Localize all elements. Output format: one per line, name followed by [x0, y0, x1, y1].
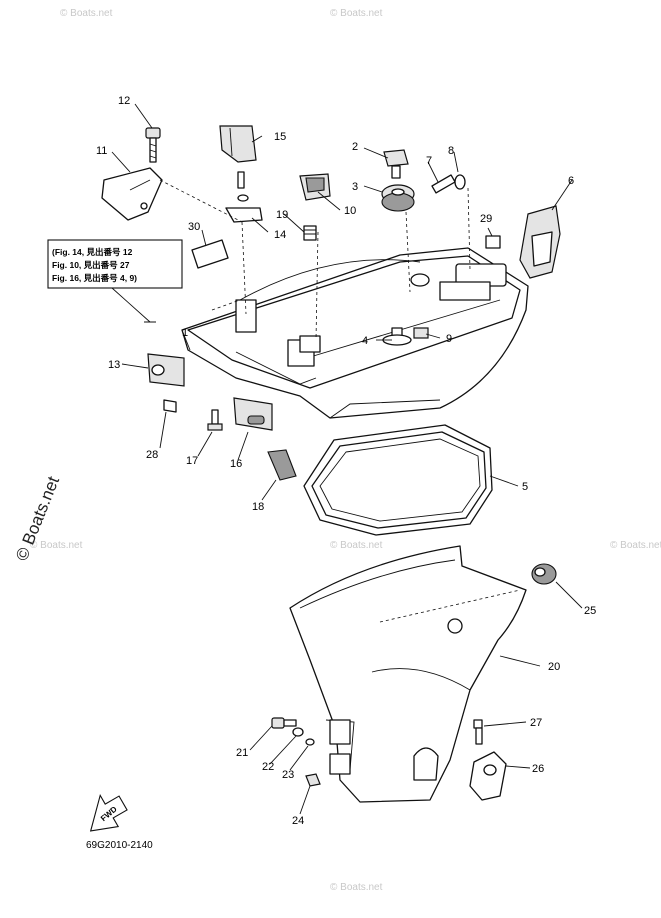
- watermark: © Boats.net: [330, 540, 383, 551]
- callout-28[interactable]: 28: [146, 449, 158, 461]
- callout-4[interactable]: 4: [362, 335, 368, 347]
- callout-19[interactable]: 19: [276, 209, 288, 221]
- callout-numbers: 1 2 3 4 5 6 7 8 9 10 11 12 13 14 15 16 1…: [96, 95, 596, 827]
- bracket-part-26[interactable]: [469, 751, 507, 801]
- seal-part-5[interactable]: [303, 424, 493, 536]
- washer-part-23[interactable]: [305, 738, 315, 746]
- callout-2[interactable]: 2: [352, 141, 358, 153]
- clip-part-15[interactable]: [219, 125, 257, 163]
- drawing-code: 69G2010-2140: [86, 840, 153, 851]
- leader-lines: [111, 103, 583, 815]
- reference-note-box: (Fig. 14, 見出番号 12 Fig. 10, 見出番号 27 Fig. …: [47, 239, 183, 323]
- watermark: © Boats.net: [610, 540, 661, 551]
- callout-26[interactable]: 26: [532, 763, 544, 775]
- nut-part-24[interactable]: [305, 773, 321, 787]
- grommet-part-25[interactable]: [531, 563, 557, 585]
- screw-part-27[interactable]: [473, 719, 483, 745]
- watermark: © Boats.net: [60, 8, 113, 19]
- grommet-part-10[interactable]: [299, 173, 331, 201]
- callout-8[interactable]: 8: [448, 145, 454, 157]
- plate-part-28[interactable]: [163, 399, 177, 413]
- callout-17[interactable]: 17: [186, 455, 198, 467]
- watermark: © Boats.net: [30, 540, 83, 551]
- spring-part-19[interactable]: [303, 225, 317, 241]
- reference-line-2: Fig. 10, 見出番号 27: [52, 260, 130, 270]
- bolt-part-21[interactable]: [271, 717, 297, 729]
- label-part-29[interactable]: [485, 235, 501, 249]
- watermark: © Boats.net: [330, 8, 383, 19]
- callout-24[interactable]: 24: [292, 815, 304, 827]
- callout-15[interactable]: 15: [274, 131, 286, 143]
- callout-30[interactable]: 30: [188, 221, 200, 233]
- cover-part-6[interactable]: [519, 205, 561, 279]
- grommet-part-16[interactable]: [233, 397, 273, 431]
- callout-11[interactable]: 11: [96, 145, 107, 157]
- bottom-cowling-part-1[interactable]: [181, 247, 529, 419]
- screw-part-14[interactable]: [225, 171, 263, 223]
- callout-25[interactable]: 25: [584, 605, 596, 617]
- seal-part-13[interactable]: [147, 353, 185, 387]
- apron-part-20[interactable]: [289, 545, 527, 803]
- reference-line-1: (Fig. 14, 見出番号 12: [52, 247, 133, 257]
- callout-6[interactable]: 6: [568, 175, 574, 187]
- callout-14[interactable]: 14: [274, 229, 286, 241]
- grommet-part-18[interactable]: [267, 449, 297, 481]
- callout-29[interactable]: 29: [480, 213, 492, 225]
- label-part-30[interactable]: [191, 239, 229, 269]
- bracket-part-11[interactable]: [101, 167, 163, 221]
- callout-27[interactable]: 27: [530, 717, 542, 729]
- callout-23[interactable]: 23: [282, 769, 294, 781]
- washer-part-22[interactable]: [292, 727, 304, 737]
- forward-arrow-icon: FWD: [89, 793, 128, 832]
- screw-part-17[interactable]: [207, 409, 223, 431]
- callout-9[interactable]: 9: [446, 333, 452, 345]
- washer-part-8[interactable]: [454, 174, 466, 190]
- bolt-part-12[interactable]: [145, 127, 161, 163]
- nut-part-9[interactable]: [413, 327, 429, 339]
- callout-13[interactable]: 13: [108, 359, 120, 371]
- callout-18[interactable]: 18: [252, 501, 264, 513]
- callout-21[interactable]: 21: [236, 747, 248, 759]
- callout-1[interactable]: 1: [182, 327, 188, 339]
- callout-12[interactable]: 12: [118, 95, 130, 107]
- callout-22[interactable]: 22: [262, 761, 274, 773]
- watermark-layer: © Boats.net © Boats.net © Boats.net © Bo…: [30, 8, 661, 893]
- callout-7[interactable]: 7: [426, 155, 432, 167]
- bolt-part-2[interactable]: [383, 149, 409, 179]
- screw-part-7[interactable]: [431, 174, 456, 194]
- damper-part-3[interactable]: [381, 184, 415, 212]
- callout-3[interactable]: 3: [352, 181, 358, 193]
- callout-16[interactable]: 16: [230, 458, 242, 470]
- callout-20[interactable]: 20: [548, 661, 560, 673]
- callout-10[interactable]: 10: [344, 205, 356, 217]
- callout-5[interactable]: 5: [522, 481, 528, 493]
- watermark: © Boats.net: [330, 882, 383, 893]
- stud-part-4[interactable]: [382, 327, 412, 346]
- reference-line-3: Fig. 16, 見出番号 4, 9): [52, 273, 137, 283]
